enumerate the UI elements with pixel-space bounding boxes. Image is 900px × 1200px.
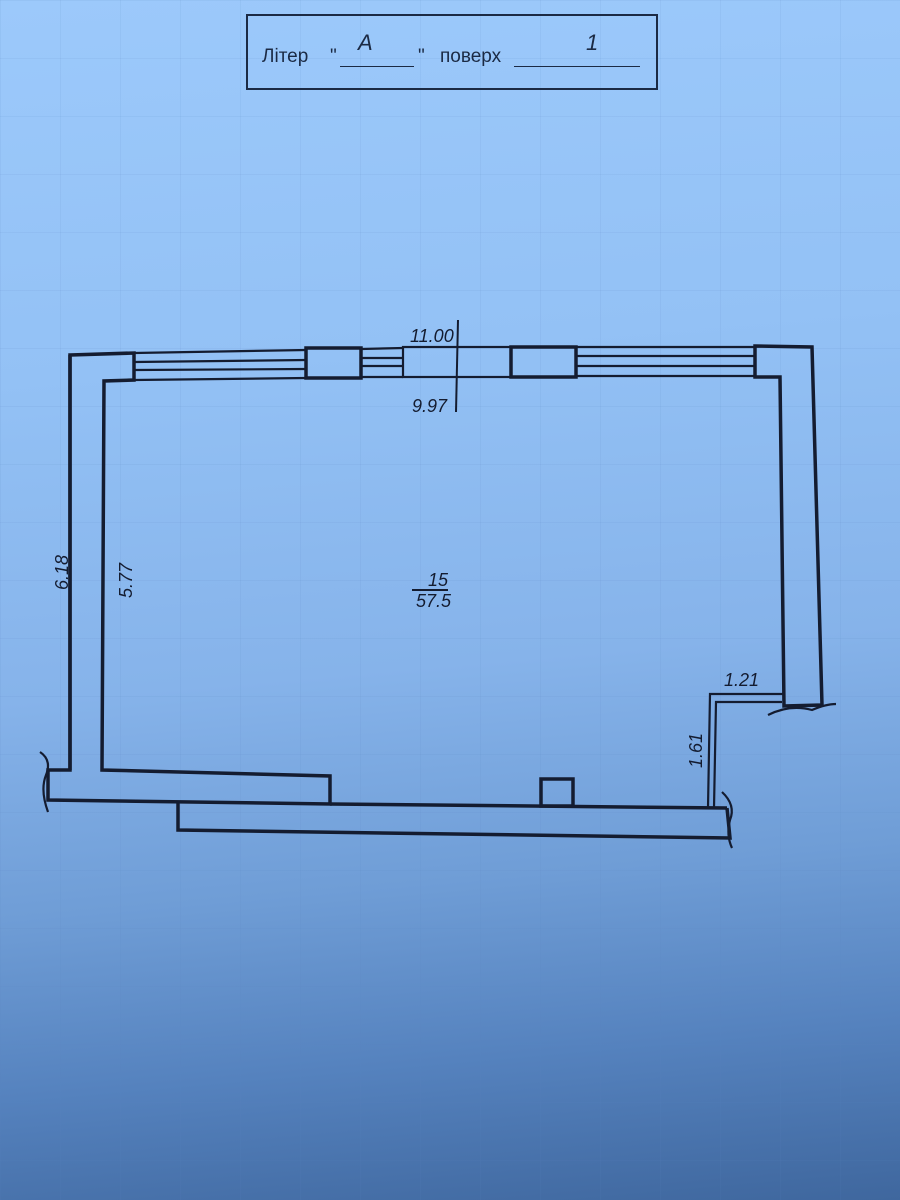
niche-inner-line <box>712 700 782 809</box>
niche-outer-line <box>706 692 784 809</box>
outer-wall <box>46 351 332 806</box>
quote-open: " <box>330 46 337 67</box>
quote-close: " <box>418 46 425 67</box>
wall-pier-1 <box>304 346 363 380</box>
floor-label: поверх <box>440 46 502 67</box>
break-mark-left <box>39 751 50 813</box>
dim-niche-height: 1.61 <box>686 733 706 768</box>
wall-pier-2 <box>509 345 578 379</box>
right-wall <box>753 344 824 708</box>
dim-inner-height-left: 5.77 <box>116 562 136 598</box>
dim-niche-width: 1.21 <box>724 670 759 690</box>
dim-inner-width: 9.97 <box>412 396 448 416</box>
room-number: 15 <box>428 570 449 590</box>
column <box>539 777 575 808</box>
floor-underline <box>514 66 640 67</box>
break-mark-right-bottom <box>721 791 734 849</box>
room-area: 57.5 <box>416 591 452 611</box>
dim-outer-width: 11.00 <box>410 326 454 346</box>
title-block: Літер " А " поверх 1 <box>246 14 658 90</box>
dim-outer-height-left: 6.18 <box>52 555 72 590</box>
dimension-tick <box>455 319 459 413</box>
break-mark-right-top <box>767 702 837 716</box>
floor-value: 1 <box>586 30 599 55</box>
room-label: 15 57.5 <box>412 570 452 611</box>
liter-underline <box>340 66 414 67</box>
liter-label: Літер <box>262 46 309 67</box>
liter-value: А <box>358 30 373 55</box>
left-corner-pier <box>70 353 134 380</box>
